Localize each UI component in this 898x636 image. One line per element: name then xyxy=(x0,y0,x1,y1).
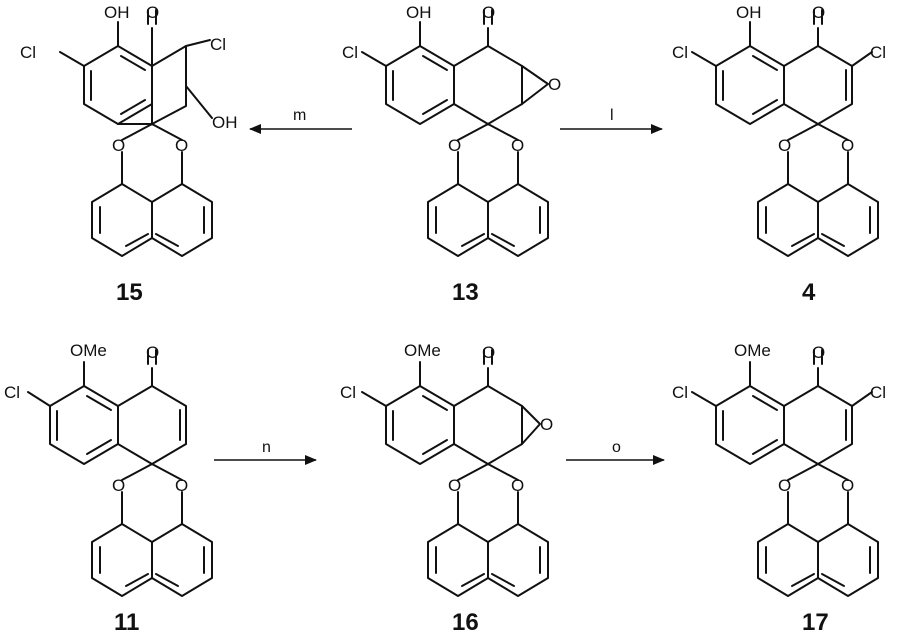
atom-o-11a: O xyxy=(146,343,159,362)
compound-11 xyxy=(27,349,213,597)
atom-o-16b: O xyxy=(448,476,461,495)
atom-o-15c: O xyxy=(175,136,188,155)
atom-o-13-epoxide: O xyxy=(548,75,561,94)
atom-o-11c: O xyxy=(175,476,188,495)
atom-cl-17a: Cl xyxy=(672,383,688,402)
reagent-label-l: l xyxy=(610,107,614,124)
atom-o-16c: O xyxy=(511,476,524,495)
atom-o-4c: O xyxy=(841,136,854,155)
atom-cl-11: Cl xyxy=(4,383,20,402)
reagent-label-m: m xyxy=(293,107,306,124)
atom-ome-16: OMe xyxy=(404,341,441,360)
atom-o-15a: O xyxy=(146,3,159,22)
atom-cl-15a: Cl xyxy=(20,43,36,62)
atom-o-4b: O xyxy=(778,136,791,155)
atom-o-4a: O xyxy=(812,3,825,22)
atom-ome-17: OMe xyxy=(734,341,771,360)
atom-cl-4b: Cl xyxy=(870,43,886,62)
atom-o-13a: O xyxy=(482,3,495,22)
atom-oh-4: OH xyxy=(736,3,762,22)
atom-o-13c: O xyxy=(511,136,524,155)
atom-o-16a: O xyxy=(482,343,495,362)
atom-o-15b: O xyxy=(112,136,125,155)
atom-oh-13: OH xyxy=(406,3,432,22)
reagent-label-n: n xyxy=(262,439,271,456)
atom-o-17c: O xyxy=(841,476,854,495)
atom-o-13b: O xyxy=(448,136,461,155)
compound-label-15: 15 xyxy=(116,279,143,306)
atom-o-17b: O xyxy=(778,476,791,495)
compound-16 xyxy=(361,349,549,597)
compound-label-16: 16 xyxy=(452,609,479,636)
atom-cl-4a: Cl xyxy=(672,43,688,62)
atom-cl-17b: Cl xyxy=(870,383,886,402)
compound-label-4: 4 xyxy=(802,279,816,306)
reagent-label-o: o xyxy=(612,439,621,456)
atom-oh-15a: OH xyxy=(104,3,130,22)
compound-17 xyxy=(691,349,879,597)
atom-cl-15b: Cl xyxy=(210,35,226,54)
atom-o-11b: O xyxy=(112,476,125,495)
atom-cl-16: Cl xyxy=(340,383,356,402)
atom-o-17a: O xyxy=(812,343,825,362)
atom-ome-11: OMe xyxy=(70,341,107,360)
compound-label-11: 11 xyxy=(114,609,139,636)
compound-15 xyxy=(59,9,213,257)
compound-label-13: 13 xyxy=(452,279,479,306)
compound-13 xyxy=(361,9,549,257)
atom-o-16-epoxide: O xyxy=(540,415,553,434)
compound-4 xyxy=(691,9,879,257)
compound-label-17: 17 xyxy=(802,609,829,636)
atom-oh-15b: OH xyxy=(212,113,238,132)
atom-cl-13: Cl xyxy=(342,43,358,62)
